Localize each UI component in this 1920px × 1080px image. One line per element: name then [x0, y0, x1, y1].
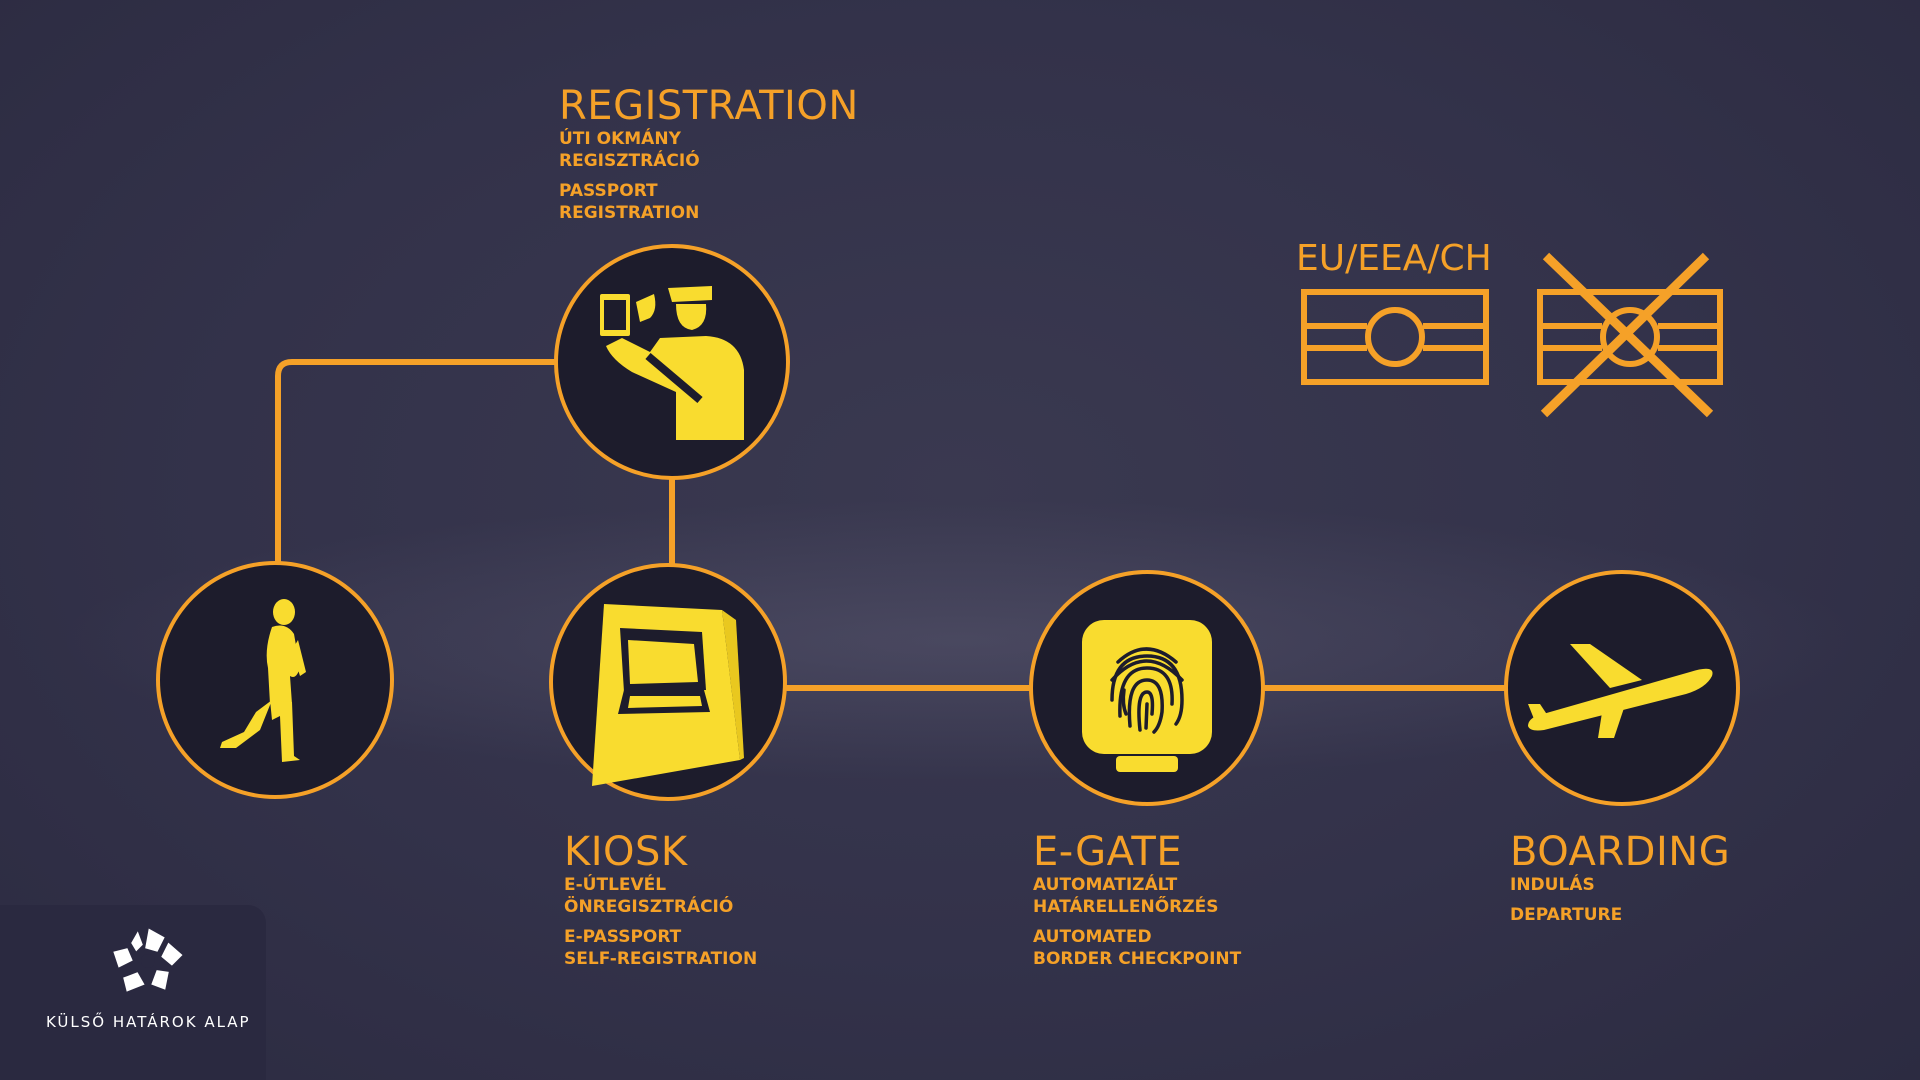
boarding-title: BOARDING: [1510, 829, 1731, 875]
kiosk-title: KIOSK: [564, 829, 688, 875]
boarding-circle: [1504, 570, 1740, 806]
officer-strap: [645, 352, 703, 404]
node-traveler: [156, 561, 394, 799]
registration-en-line-2: REGISTRATION: [559, 203, 700, 223]
kiosk-icon: [592, 604, 744, 786]
kulso-hatarok-alap-logo-icon: [110, 925, 186, 995]
kiosk-en-line-1: E-PASSPORT: [564, 927, 682, 947]
kiosk-hu-line-2: ÖNREGISZTRÁCIÓ: [564, 897, 734, 917]
node-boarding: [1504, 570, 1740, 806]
airplane-icon: [1528, 644, 1713, 738]
registration-en-line-1: PASSPORT: [559, 181, 658, 201]
logo-text: KÜLSŐ HATÁROK ALAP: [46, 1013, 251, 1031]
kiosk-hu-line-1: E-ÚTLEVÉL: [564, 875, 667, 895]
node-registration: [554, 244, 790, 480]
node-kiosk: [549, 563, 787, 801]
registration-label: REGISTRATION ÚTI OKMÁNY REGISZTRÁCIÓ PAS…: [559, 84, 859, 224]
egate-hu-line-1: AUTOMATIZÁLT: [1033, 875, 1178, 895]
kiosk-label: KIOSK E-ÚTLEVÉL ÖNREGISZTRÁCIÓ E-PASSPOR…: [564, 830, 757, 970]
connector-lines: [275, 359, 1508, 691]
registration-title: REGISTRATION: [559, 83, 859, 129]
connector-traveler-registration: [275, 359, 563, 568]
egate-title: E-GATE: [1033, 829, 1183, 875]
walking-person-icon: [220, 599, 306, 762]
non-eu-passport-crossed-icon: [1537, 252, 1723, 418]
egate-en-line-1: AUTOMATED: [1033, 927, 1152, 947]
node-egate: [1029, 570, 1265, 806]
fingerprint-icon: [1082, 620, 1212, 772]
registration-hu-line-2: REGISZTRÁCIÓ: [559, 151, 700, 171]
boarding-en-line-1: DEPARTURE: [1510, 905, 1623, 925]
registration-hu-line-1: ÚTI OKMÁNY: [559, 129, 681, 149]
egate-en-line-2: BORDER CHECKPOINT: [1033, 949, 1242, 969]
boarding-hu-line-1: INDULÁS: [1510, 875, 1595, 895]
egate-hu-line-2: HATÁRELLENŐRZÉS: [1033, 897, 1219, 917]
boarding-label: BOARDING INDULÁS DEPARTURE: [1510, 830, 1730, 926]
passport-officer-icon: [600, 286, 744, 440]
background-glow: [60, 500, 1860, 780]
eu-passport-icon: [1301, 289, 1489, 385]
logo-panel: [0, 905, 266, 1080]
eu-eea-ch-label: EU/EEA/CH: [1296, 238, 1492, 279]
egate-label: E-GATE AUTOMATIZÁLT HATÁRELLENŐRZÉS AUTO…: [1033, 830, 1241, 970]
kiosk-en-line-2: SELF-REGISTRATION: [564, 949, 758, 969]
